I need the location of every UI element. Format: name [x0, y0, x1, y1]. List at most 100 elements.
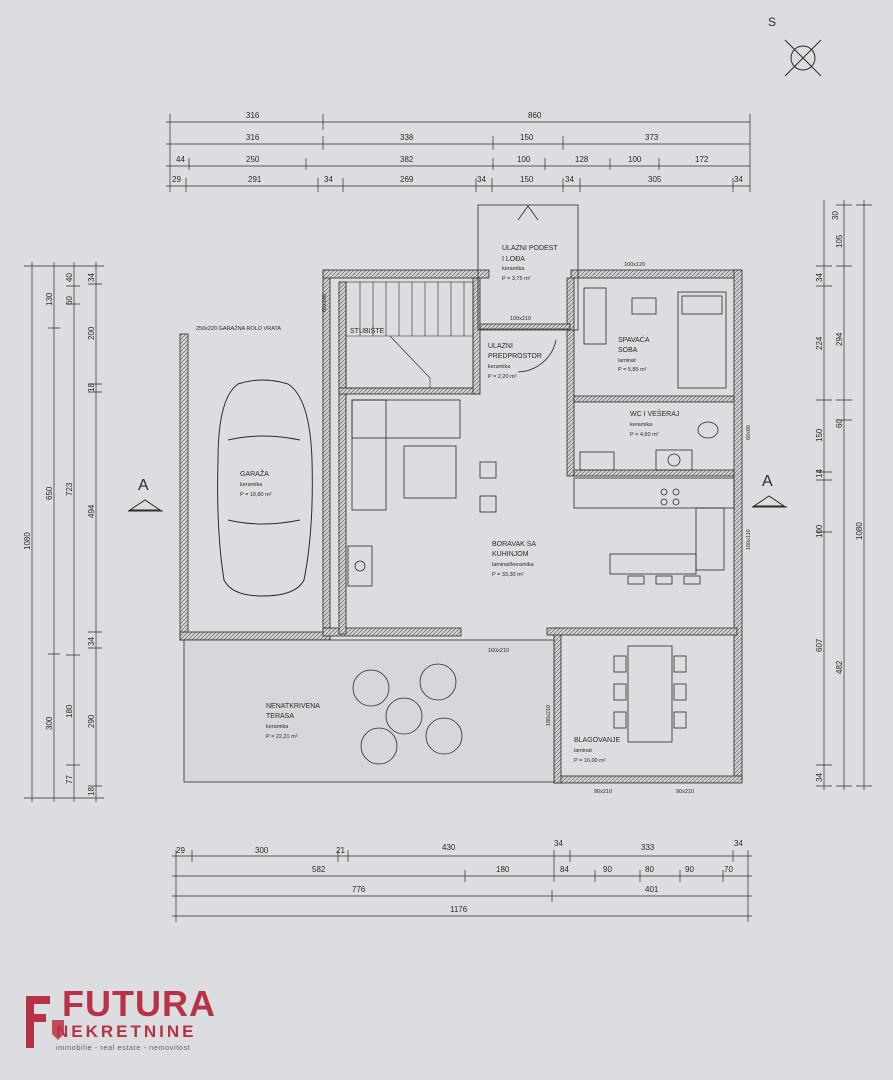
room-floor: laminat/keramika: [492, 562, 535, 568]
room-area: P = 5,85 m²: [618, 367, 647, 373]
room-garaza: GARAŽA keramika P = 18,80 m²: [240, 469, 272, 498]
room-floor: laminat: [618, 358, 636, 364]
room-name: SPAVAĆA: [618, 335, 650, 344]
dim-label: 316: [246, 111, 260, 120]
brand-tagline: immobilie - real estate - nemovitost: [56, 1043, 191, 1052]
dim-label: 29: [176, 846, 185, 855]
opening-label: 90x210: [594, 789, 612, 795]
loggia: [477, 204, 579, 373]
opening-label: 60x140: [322, 294, 328, 312]
room-area: P = 4,60 m²: [630, 432, 659, 438]
dim-label: 90: [685, 865, 694, 874]
section-letter: A: [762, 473, 773, 490]
room-wc: WC I VEŠERAJ keramika P = 4,60 m²: [630, 409, 679, 438]
dim-label: 18: [87, 383, 96, 392]
room-name: BORAVAK SA: [492, 541, 536, 548]
dim-label: 34: [565, 175, 574, 184]
room-name: ULAZNI PODEST: [502, 245, 558, 252]
opening-labels: 250x220 GARAŽNA ROLO VRATA 60x140 100x12…: [196, 262, 752, 795]
opening-label: 160x210: [488, 648, 509, 654]
room-area: P = 22,21 m²: [266, 734, 298, 740]
dim-label: 130: [45, 292, 54, 306]
dim-label: 21: [336, 846, 345, 855]
sofa-icon: [351, 399, 497, 513]
opening-label: 90x210: [676, 789, 694, 795]
room-area: P = 16,00 m²: [574, 758, 606, 764]
dim-label: 34: [734, 839, 743, 848]
dim-label: 269: [400, 175, 414, 184]
dim-label: 776: [352, 885, 366, 894]
dim-label: 305: [648, 175, 662, 184]
dim-label: 250: [246, 155, 260, 164]
dim-label: 860: [528, 111, 542, 120]
room-stubiste: STUBIŠTE: [350, 326, 385, 335]
opening-label: 100x120: [624, 262, 645, 268]
room-name: SOBA: [618, 347, 638, 354]
dim-label: 80: [645, 865, 654, 874]
opening-label: 180x210: [546, 705, 552, 726]
walls: [179, 269, 743, 784]
brand-logo-icon: [26, 996, 64, 1048]
dim-label: 200: [87, 326, 96, 340]
room-floor: keramika: [240, 482, 263, 488]
section-mark-right: A: [752, 473, 787, 508]
dim-label: 30: [831, 211, 840, 220]
dim-label: 100: [815, 524, 824, 538]
opening-label: 250x220 GARAŽNA ROLO VRATA: [196, 324, 281, 332]
dim-label: 373: [645, 133, 659, 142]
dim-label: 723: [65, 482, 74, 496]
stove-icon: [347, 545, 373, 587]
dim-label: 300: [45, 716, 54, 730]
room-name: I LOĐA: [502, 256, 525, 263]
dim-label: 77: [65, 775, 74, 784]
dim-label: 338: [400, 133, 414, 142]
room-area: P = 33,30 m²: [492, 572, 524, 578]
dim-label: 382: [400, 155, 414, 164]
car-icon: [217, 379, 313, 597]
room-name: NENATKRIVENA: [266, 703, 320, 710]
right-dim-labels: 30 34 224 150 14 100 607 34 105 294 60 4…: [815, 211, 864, 782]
room-name: ULAZNI: [488, 343, 513, 350]
room-podest: ULAZNI PODEST I LOĐA keramika P = 3,75 m…: [502, 245, 558, 282]
dim-label: 34: [324, 175, 333, 184]
dim-label: 100: [517, 155, 531, 164]
dim-label: 34: [477, 175, 486, 184]
room-area: P = 18,80 m²: [240, 492, 272, 498]
dim-label: 582: [312, 865, 326, 874]
room-floor: keramika: [630, 422, 653, 428]
kitchen-counter: [573, 477, 735, 585]
dim-label: 34: [815, 273, 824, 282]
section-letter: A: [138, 477, 149, 494]
room-name: STUBIŠTE: [350, 326, 385, 335]
room-spavaca: SPAVAĆA SOBA laminat P = 5,85 m²: [618, 335, 650, 373]
room-floor: keramika: [502, 266, 525, 272]
room-name: GARAŽA: [240, 469, 269, 478]
dim-label: 607: [815, 638, 824, 652]
left-dim-labels: 1080 130 650 300 40 60 723 180 77 34 200…: [23, 273, 96, 796]
dim-label: 1080: [855, 522, 864, 540]
brand-sub: NEKRETNINE: [56, 1022, 197, 1041]
dim-label: 224: [815, 336, 824, 350]
room-name: WC I VEŠERAJ: [630, 409, 679, 418]
dim-label: 70: [724, 865, 733, 874]
room-name: TERASA: [266, 713, 294, 720]
dim-label: 180: [65, 704, 74, 718]
room-floor: keramika: [266, 724, 289, 730]
dim-label: 290: [87, 714, 96, 728]
dim-label: 294: [835, 332, 844, 346]
brand-name: FUTURA: [62, 983, 216, 1024]
bottom-dimensions: [172, 850, 752, 922]
room-floor: keramika: [488, 364, 511, 370]
dim-label: 128: [575, 155, 589, 164]
dim-label: 40: [65, 273, 74, 282]
top-dimensions: [166, 114, 751, 192]
dim-label: 34: [87, 273, 96, 282]
room-boravak: BORAVAK SA KUHINJOM laminat/keramika P =…: [492, 541, 536, 578]
dim-label: 60: [835, 419, 844, 428]
dim-label: 34: [87, 637, 96, 646]
dim-label: 494: [87, 504, 96, 518]
dim-label: 100: [628, 155, 642, 164]
room-name: KUHINJOM: [492, 551, 529, 558]
compass-icon: S: [768, 15, 822, 77]
